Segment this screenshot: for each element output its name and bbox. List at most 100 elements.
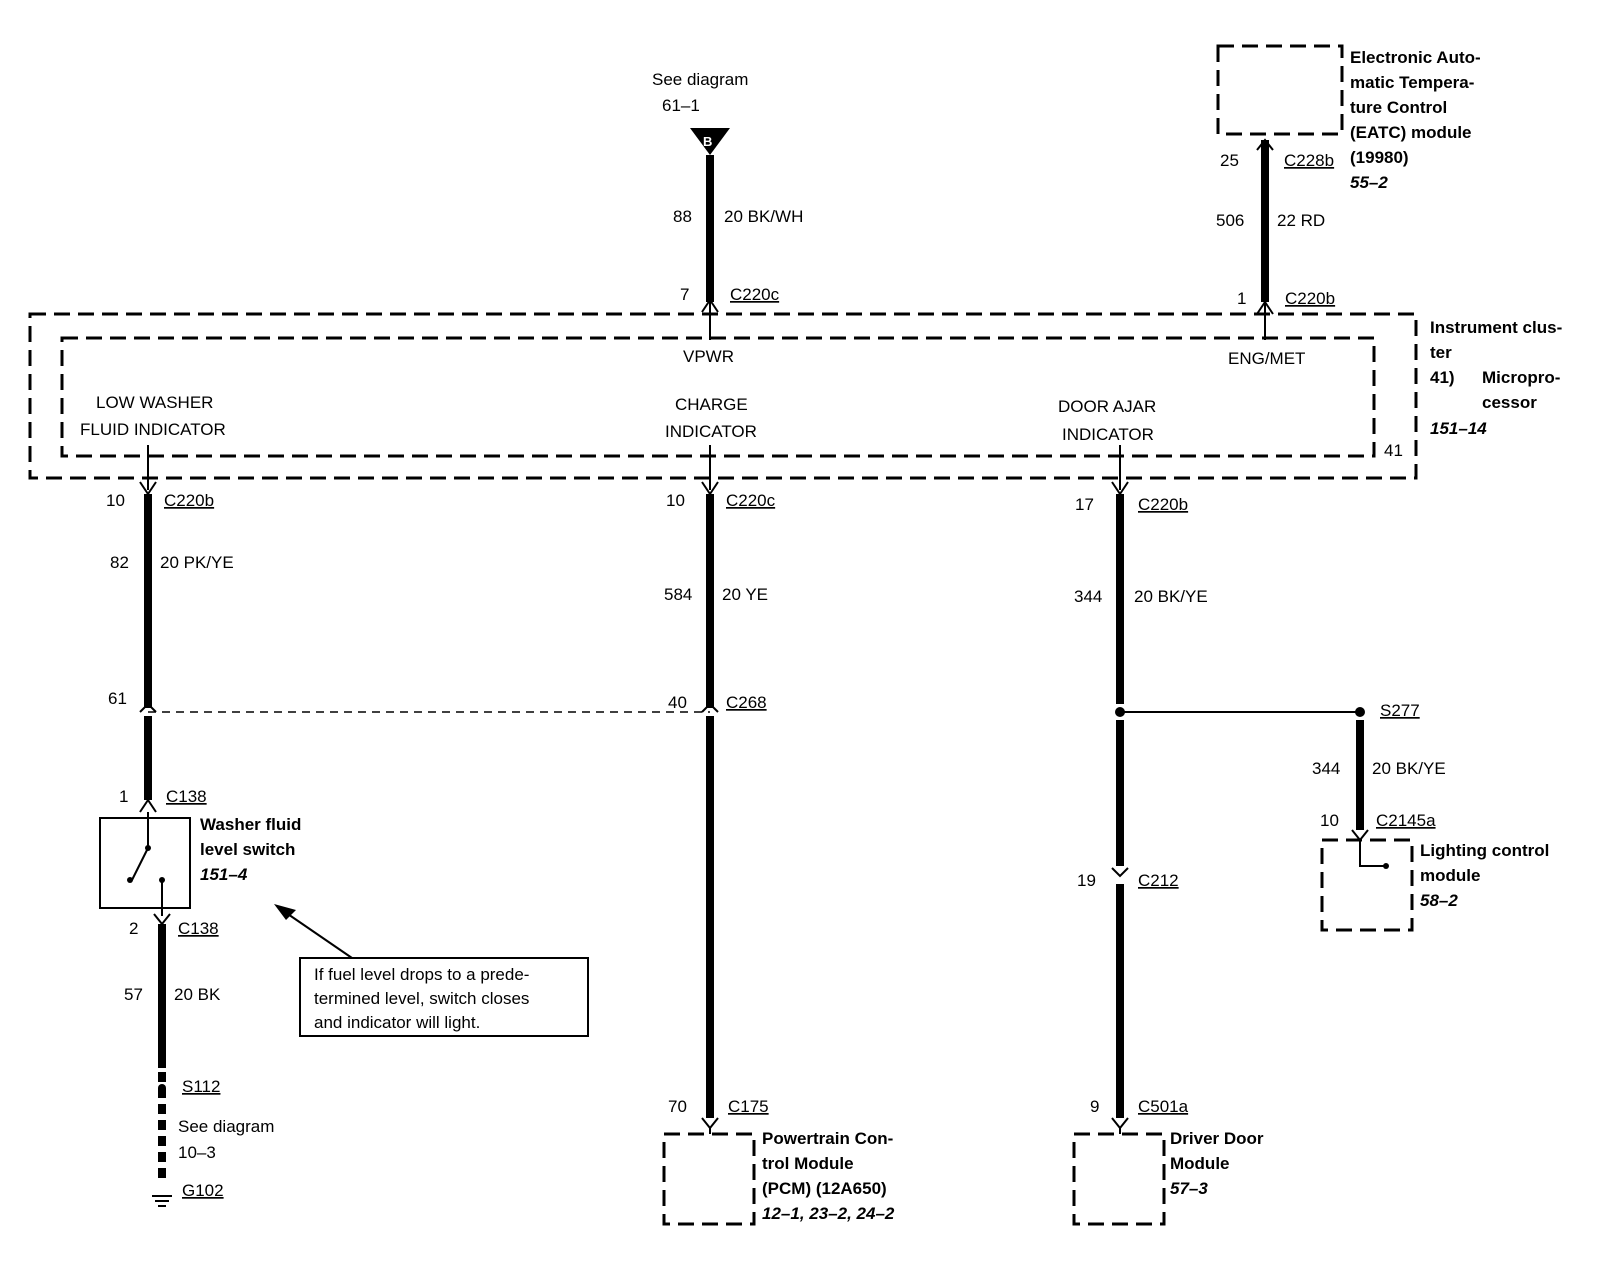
left-pin1: 10 xyxy=(106,491,125,510)
low-washer-line-2: FLUID INDICATOR xyxy=(80,420,226,439)
mid-circuit: 584 xyxy=(664,585,692,604)
eatc-circuit: 506 xyxy=(1216,211,1244,230)
switch-line-1: Washer fluid xyxy=(200,815,301,834)
pcm-line-2: trol Module xyxy=(762,1154,854,1173)
eatc-pin: 25 xyxy=(1220,151,1239,170)
lighting-ref: 58–2 xyxy=(1420,891,1458,910)
door-line-1: DOOR AJAR xyxy=(1058,397,1156,416)
lighting-line-1: Lighting control xyxy=(1420,841,1549,860)
right-conn3: C501a xyxy=(1138,1097,1189,1116)
charge-line-1: CHARGE xyxy=(675,395,748,414)
note-arrowhead xyxy=(274,904,296,920)
instrument-cluster-box xyxy=(28,312,1418,480)
left-see: See diagram xyxy=(178,1117,274,1136)
pcm-line-1: Powertrain Con- xyxy=(762,1129,893,1148)
mid-conn2: C268 xyxy=(726,693,767,712)
instrument-cluster-label: Instrument clus- ter 41) Micropro- cesso… xyxy=(1430,318,1562,438)
eatc-module-label: Electronic Auto- matic Tempera- ture Con… xyxy=(1350,48,1481,192)
driver-door-module-box xyxy=(1072,1132,1166,1226)
note-line-1: If fuel level drops to a prede- xyxy=(314,965,529,984)
note-arrow-line xyxy=(281,909,353,959)
note-box xyxy=(299,957,589,1037)
pcm-module-box xyxy=(662,1132,756,1226)
eatc-line-1: Electronic Auto- xyxy=(1350,48,1481,67)
pcm-line-3: (PCM) (12A650) xyxy=(762,1179,887,1198)
left-pin4: 2 xyxy=(129,919,138,938)
ground-icon xyxy=(152,1195,172,1207)
driver-door-line-1: Driver Door xyxy=(1170,1129,1264,1148)
switch-line-2: level switch xyxy=(200,840,295,859)
driver-door-line-2: Module xyxy=(1170,1154,1230,1173)
switch-contact-left xyxy=(127,877,133,883)
microprocessor-box xyxy=(60,336,1376,458)
left-chevron-3 xyxy=(139,798,157,813)
left-conn3: C138 xyxy=(166,787,207,806)
washer-switch-box xyxy=(99,817,191,909)
branch-connector: C2145a xyxy=(1376,811,1436,830)
mid-conn1: C220c xyxy=(726,491,776,510)
lighting-control-box xyxy=(1320,838,1414,932)
vpwr-label: VPWR xyxy=(683,347,734,366)
right-conn2: C212 xyxy=(1138,871,1179,890)
top-see-page: 61–1 xyxy=(662,96,700,115)
eatc-module-box xyxy=(1216,44,1344,136)
eatc-line-4: (EATC) module xyxy=(1350,123,1472,142)
vpwr-wire: 20 BK/WH xyxy=(724,207,803,226)
left-see-ref: 10–3 xyxy=(178,1143,216,1162)
right-pin3: 9 xyxy=(1090,1097,1099,1116)
mid-wire: 20 YE xyxy=(722,585,768,604)
mid-conn3: C175 xyxy=(728,1097,769,1116)
right-circuit: 344 xyxy=(1074,587,1102,606)
eatc-wire: 22 RD xyxy=(1277,211,1325,230)
left-conn4: C138 xyxy=(178,919,219,938)
right-chevron-2 xyxy=(1111,867,1129,878)
cluster-ref: 151–14 xyxy=(1430,419,1487,438)
right-pin1: 17 xyxy=(1075,495,1094,514)
left-wire2: 20 BK xyxy=(174,985,221,1004)
vpwr-connector: C220c xyxy=(730,285,780,304)
branch-pin: 10 xyxy=(1320,811,1339,830)
branch-splice: S277 xyxy=(1380,701,1420,720)
left-wire: 20 PK/YE xyxy=(160,553,234,572)
mid-chevron-3 xyxy=(701,1117,719,1130)
mid-pin3: 70 xyxy=(668,1097,687,1116)
vpwr-pin: 7 xyxy=(680,285,689,304)
branch-circuit: 344 xyxy=(1312,759,1340,778)
left-splice: S112 xyxy=(182,1077,220,1096)
engmet-pin: 1 xyxy=(1237,289,1246,308)
eatc-line-2: matic Tempera- xyxy=(1350,73,1474,92)
right-pin2: 19 xyxy=(1077,871,1096,890)
eatc-line-3: ture Control xyxy=(1350,98,1447,117)
driver-door-ref: 57–3 xyxy=(1170,1179,1208,1198)
right-chevron-3 xyxy=(1111,1117,1129,1130)
top-see-diagram: See diagram xyxy=(652,70,748,89)
cluster-line-2: ter xyxy=(1430,343,1452,362)
low-washer-line-1: LOW WASHER xyxy=(96,393,213,412)
cluster-sub-line-1: Micropro- xyxy=(1482,368,1560,387)
switch-ref: 151–4 xyxy=(200,865,248,884)
vpwr-circuit: 88 xyxy=(673,207,692,226)
ref-b-triangle xyxy=(690,128,730,155)
left-chevron-2 xyxy=(139,702,157,713)
splice-s277-dot-branch xyxy=(1355,707,1365,717)
eatc-line-5: (19980) xyxy=(1350,148,1409,167)
eatc-ref: 55–2 xyxy=(1350,173,1388,192)
door-line-2: INDICATOR xyxy=(1062,425,1154,444)
eatc-connector: C228b xyxy=(1284,151,1334,170)
right-conn1: C220b xyxy=(1138,495,1188,514)
left-ground: G102 xyxy=(182,1181,224,1200)
left-conn1: C220b xyxy=(164,491,214,510)
engmet-connector: C220b xyxy=(1285,289,1335,308)
cluster-sub-num: 41) xyxy=(1430,368,1455,387)
branch-wire: 20 BK/YE xyxy=(1372,759,1446,778)
cluster-line-1: Instrument clus- xyxy=(1430,318,1562,337)
mid-pin1: 10 xyxy=(666,491,685,510)
switch-blade xyxy=(131,847,149,881)
left-circuit2: 57 xyxy=(124,985,143,1004)
note-line-3: and indicator will light. xyxy=(314,1013,480,1032)
cluster-sub-line-2: cessor xyxy=(1482,393,1537,412)
mid-pin2: 40 xyxy=(668,693,687,712)
lighting-internal-lead xyxy=(1359,840,1386,867)
lighting-line-2: module xyxy=(1420,866,1480,885)
